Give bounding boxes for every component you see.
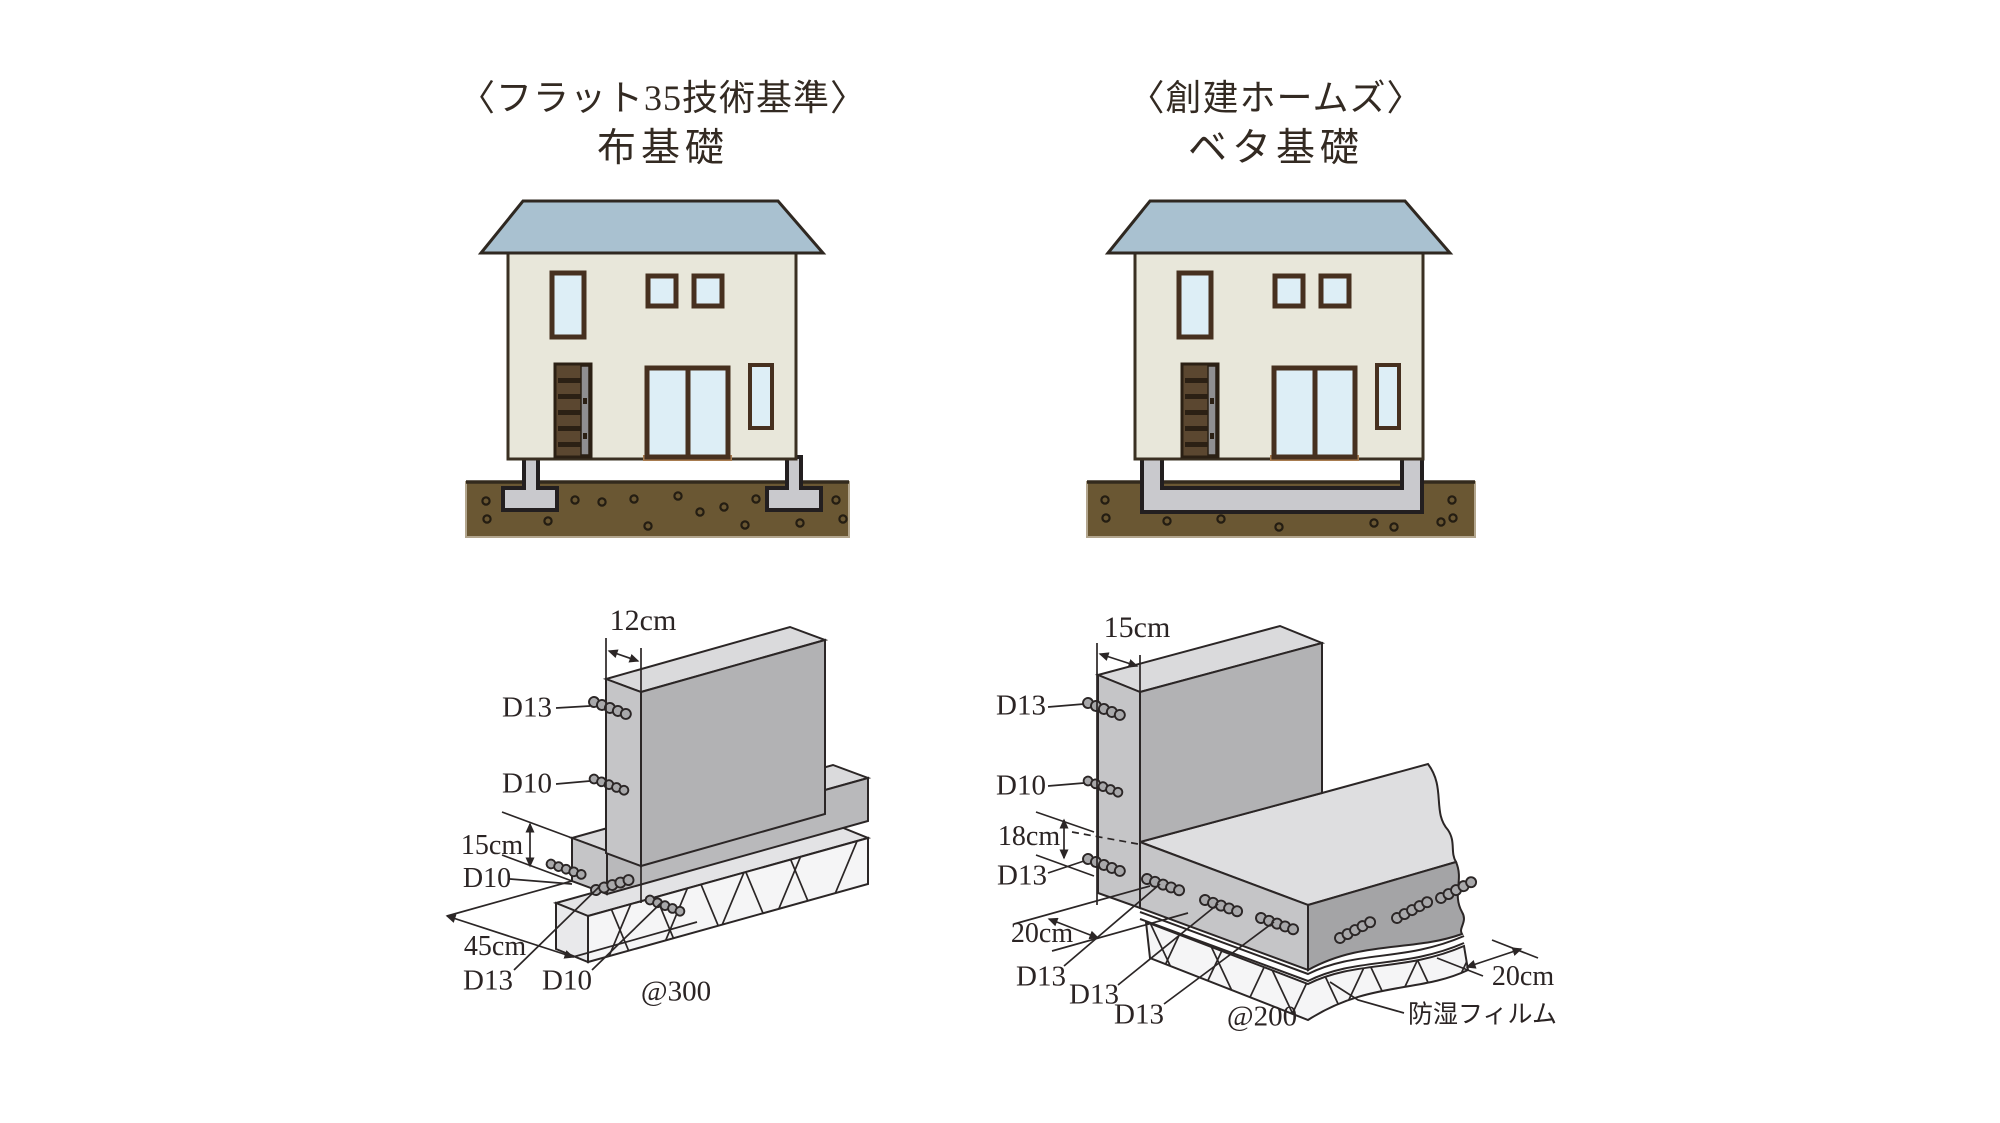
rebar-label-d10-footing-top: D10 [462,863,512,894]
right-foundation-cross-section [1013,624,1539,1022]
dim-label-footing-height: 15cm [460,830,524,861]
dim-label-edge-distance: 20cm [1010,918,1074,949]
window [1375,363,1401,430]
window [549,270,587,340]
rebar-label-d13-footing: D13 [463,964,513,997]
left-foundation-cross-section [445,625,872,971]
rebar-label-d10-footing: D10 [542,964,592,997]
dim-label-bottom-spacing: 20cm [1491,961,1555,992]
window [1318,273,1352,309]
left-title-foundation-type: 布基礎 [596,127,730,170]
dim-label-footing-width: 45cm [463,931,527,962]
window [691,273,725,309]
rebar-label-d13-slab-2: D13 [1069,978,1119,1011]
window [1176,270,1214,340]
window [1272,273,1306,309]
door [553,362,593,459]
moisture-film [1139,911,1465,983]
rebar-label-d13-slab-1: D13 [1016,960,1066,993]
foundation-wall [602,625,829,868]
right-roof [1104,199,1454,255]
dimension-lines [445,638,698,971]
rebar-label-d13-wall-right: D13 [996,689,1046,722]
rebar-label-d13-slab-3: D13 [1114,998,1164,1031]
rebar-label-d13-wall-left: D13 [502,691,552,724]
rebar-label-d10-wall-right: D10 [996,769,1046,802]
right-title-foundation-type: ベタ基礎 [1187,127,1365,170]
left-house-body [477,199,827,461]
dim-label-wall-width-left: 12cm [609,604,677,637]
dim-label-slab-thickness: 18cm [997,821,1061,852]
dim-label-wall-width-right: 15cm [1103,611,1171,644]
left-house-illustration [465,199,850,538]
left-roof [477,199,827,255]
right-title-company: 〈創建ホームズ〉 [1128,78,1424,118]
moisture-film-label: 防湿フィルム [1408,1001,1558,1029]
left-strip-footings [501,455,823,512]
pitch-label-left: @300 [640,975,712,1008]
rebar-label-d10-wall-left: D10 [502,767,552,800]
rebar-label-d13-slab-edge: D13 [997,859,1047,892]
pitch-label-right: @200 [1226,1000,1298,1033]
window [645,273,679,309]
right-house-body [1104,199,1454,461]
dimension-lines [1013,643,1539,1014]
left-title-standard: 〈フラット35技術基準〉 [458,78,868,118]
right-house-illustration [1086,199,1476,538]
window [748,363,774,430]
door [1180,362,1220,459]
